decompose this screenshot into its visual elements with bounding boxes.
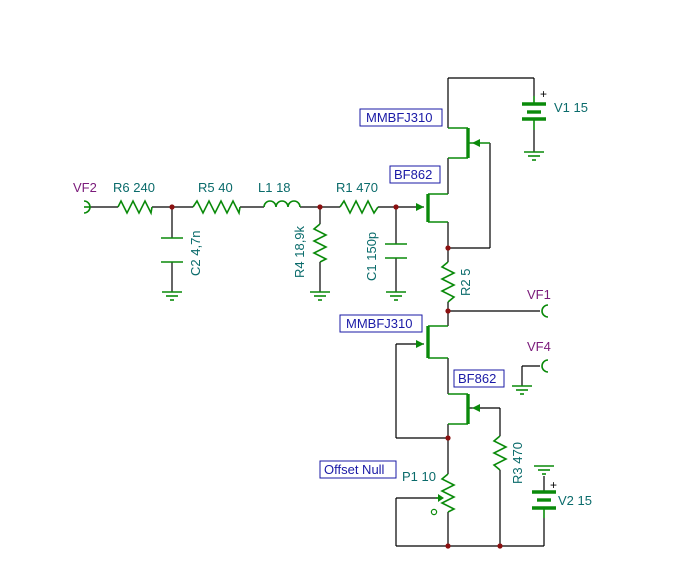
port-label-vf1: VF1: [527, 287, 551, 302]
part-label-q2: BF862: [394, 167, 432, 182]
wires: [90, 77, 545, 547]
resistor-r3: [492, 435, 508, 471]
jfet-q2: [416, 193, 448, 223]
label-c1: C1 150p: [364, 232, 379, 281]
part-label-q4: BF862: [458, 371, 496, 386]
label-r3: R3 470: [510, 442, 525, 484]
capacitor-c1: [385, 243, 407, 259]
part-box-q1: MMBFJ310: [359, 108, 443, 127]
jfet-q1: [448, 127, 490, 159]
resistor-r4: [312, 223, 328, 263]
junctions: [169, 204, 503, 549]
label-l1: L1 18: [258, 180, 291, 195]
plus-sign-v2: +: [550, 478, 557, 492]
ground-icon: [310, 291, 330, 301]
capacitor-c2: [161, 237, 183, 263]
port-vf1-connector: [541, 304, 549, 318]
part-label-q1: MMBFJ310: [366, 110, 432, 125]
label-r2: R2 5: [458, 269, 473, 296]
jfet-q4: [448, 393, 480, 425]
part-box-q2: BF862: [389, 165, 441, 184]
ground-icon: [534, 465, 554, 475]
resistor-r2: [440, 261, 456, 303]
inductor-l1: [263, 200, 301, 208]
label-v2: V2 15: [558, 493, 592, 508]
part-box-q4: BF862: [453, 369, 505, 388]
part-box-offset-null: Offset Null: [319, 460, 397, 479]
jfet-q3: [416, 325, 448, 359]
label-r5: R5 40: [198, 180, 233, 195]
port-vf4-connector: [541, 359, 549, 373]
label-p1: P1 10: [402, 469, 436, 484]
resistor-r1: [339, 199, 379, 215]
resistor-r6: [117, 199, 153, 216]
plus-sign-v1: +: [540, 87, 547, 101]
battery-v1: [522, 96, 546, 130]
label-r4: R4 18,9k: [292, 225, 307, 278]
label-c2: C2 4,7n: [188, 230, 203, 276]
port-label-vf4: VF4: [527, 339, 551, 354]
label-v1: V1 15: [554, 100, 588, 115]
part-label-q3: MMBFJ310: [346, 316, 412, 331]
ground-icon: [386, 291, 406, 301]
ground-icon: [512, 385, 532, 395]
ground-icon: [524, 151, 544, 161]
label-r6: R6 240: [113, 180, 155, 195]
ground-icon: [162, 291, 182, 301]
port-vf2-connector: [83, 200, 91, 214]
port-label-vf2: VF2: [73, 180, 97, 195]
part-box-q3: MMBFJ310: [339, 314, 423, 333]
part-label-offset-null: Offset Null: [324, 462, 385, 477]
label-r1: R1 470: [336, 180, 378, 195]
potentiometer-p1: [430, 473, 456, 516]
resistor-r5: [192, 199, 241, 216]
battery-v2: [532, 490, 556, 518]
